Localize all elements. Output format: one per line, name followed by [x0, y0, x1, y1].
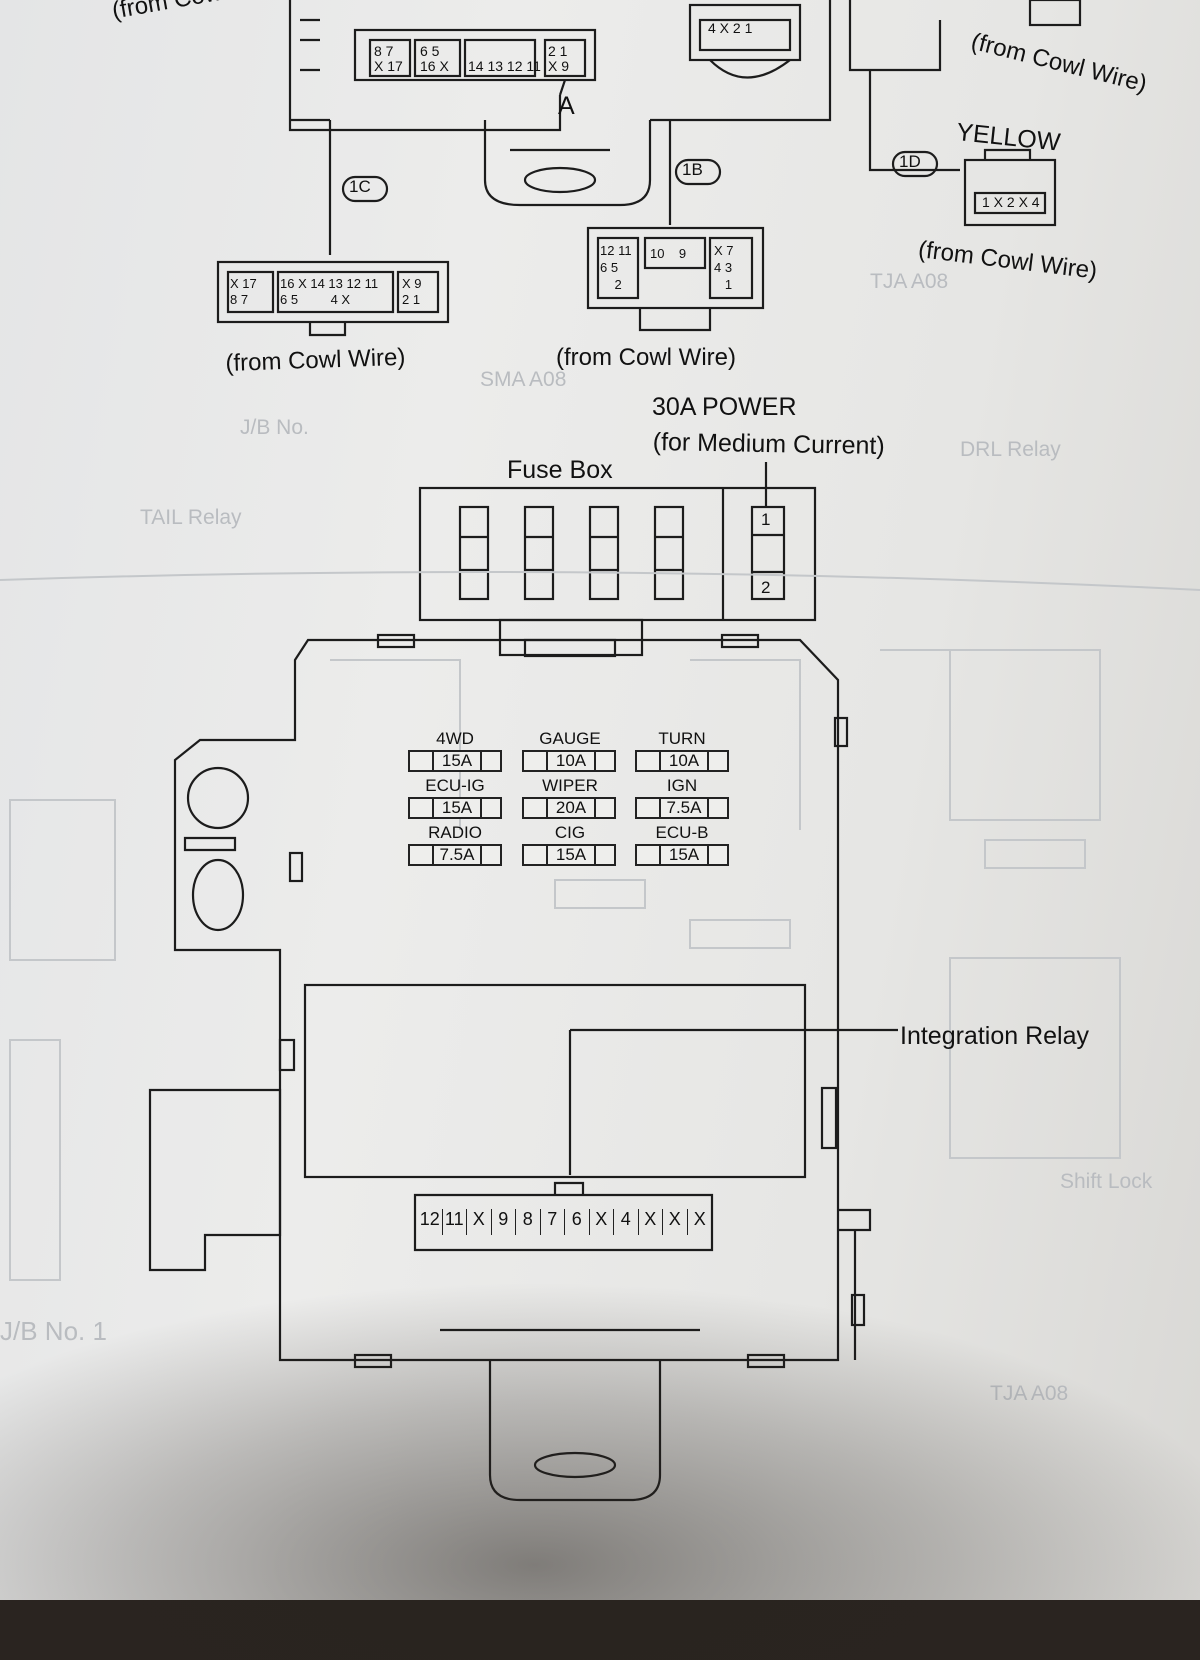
manual-page: SMA A08 TJA A08 J/B No. TAIL Relay DRL R… — [0, 0, 1200, 1600]
fuse-name-radio: RADIO — [428, 823, 482, 842]
bleed-text: DRL Relay — [960, 438, 1061, 461]
connector-1b-tag-text: 1B — [682, 160, 703, 179]
fuse-name-ign: IGN — [666, 776, 698, 795]
fuse-ecu-b[interactable]: 15A — [635, 844, 729, 866]
connector-1c — [216, 260, 450, 324]
fuse-name-ecu-b: ECU-B — [655, 823, 709, 842]
relay-pin: X — [467, 1209, 492, 1235]
connector-pins: 4 X 2 1 — [708, 20, 753, 36]
relay-pin: 11 — [443, 1209, 467, 1235]
bleed-text: Shift Lock — [1060, 1170, 1153, 1193]
connector-pins: 14 13 12 11 — [468, 58, 541, 74]
fuse-ign[interactable]: 7.5A — [635, 797, 729, 819]
relay-pin: 12 — [418, 1209, 443, 1235]
relay-pin: X — [639, 1209, 663, 1235]
connector-pins: 1 X 2 X 4 — [982, 194, 1040, 210]
connector-1d — [963, 158, 1057, 227]
relay-pin: X — [693, 1209, 706, 1229]
connector-1c-tag — [341, 175, 389, 203]
connector-1b — [586, 226, 765, 310]
connector-1c-tag-text: 1C — [349, 177, 371, 196]
connector-pins: 10 9 — [650, 246, 687, 261]
power-fuse-title: 30A POWER — [652, 393, 797, 421]
fuse-turn[interactable]: 10A — [635, 750, 729, 772]
relay-pin: 4 — [614, 1209, 639, 1235]
relay-pin: 8 — [516, 1209, 541, 1235]
power-fuse-subtitle: (for Medium Current) — [652, 428, 885, 461]
bleed-text: SMA A08 — [480, 368, 567, 391]
bleed-text: TAIL Relay — [140, 506, 242, 529]
fuse-gauge[interactable]: 10A — [522, 750, 616, 772]
fuse-slot — [653, 505, 685, 601]
fuse-4wd[interactable]: 15A — [408, 750, 502, 772]
top-connector-a — [353, 28, 597, 82]
fuse-box-title: Fuse Box — [507, 456, 613, 484]
fuse-name-wiper: WIPER — [542, 776, 598, 795]
fuse-slot — [458, 505, 490, 601]
fuse-slot — [588, 505, 620, 601]
relay-pin: X — [663, 1209, 688, 1235]
fuse-name-4wd: 4WD — [436, 729, 474, 748]
relay-pin: 6 — [565, 1209, 590, 1235]
bleed-text: J/B No. — [240, 416, 309, 439]
power-terminal-2: 2 — [761, 578, 771, 597]
junction-block-body — [173, 638, 840, 1362]
integration-relay-label: Integration Relay — [900, 1022, 1090, 1050]
fuse-ecu-ig[interactable]: 15A — [408, 797, 502, 819]
power-fuse-slot — [750, 505, 786, 601]
fuse-slot — [523, 505, 555, 601]
relay-pin: X — [590, 1209, 614, 1235]
connector-1b-tag — [674, 158, 722, 186]
fuse-radio[interactable]: 7.5A — [408, 844, 502, 866]
bleed-text: TJA A08 — [870, 270, 949, 293]
connector-1b-source: (from Cowl Wire) — [556, 344, 736, 371]
relay-pin: 7 — [541, 1209, 565, 1235]
fuse-name-turn: TURN — [658, 729, 706, 748]
connector-a-label: A — [558, 92, 575, 120]
connector-1d-tag-text: 1D — [899, 152, 921, 171]
fuse-cig[interactable]: 15A — [522, 844, 616, 866]
power-terminal-1: 1 — [761, 510, 771, 529]
relay-area — [303, 983, 807, 1179]
top-connector-right — [688, 3, 802, 62]
fuse-name-gauge: GAUGE — [539, 729, 601, 748]
fuse-wiper[interactable]: 20A — [522, 797, 616, 819]
fuse-name-ecu-ig: ECU-IG — [425, 776, 485, 795]
integration-relay-connector — [413, 1193, 714, 1252]
connector-1d-tag — [891, 150, 939, 178]
relay-pin: 9 — [492, 1209, 516, 1235]
fuse-name-cig: CIG — [554, 823, 586, 842]
